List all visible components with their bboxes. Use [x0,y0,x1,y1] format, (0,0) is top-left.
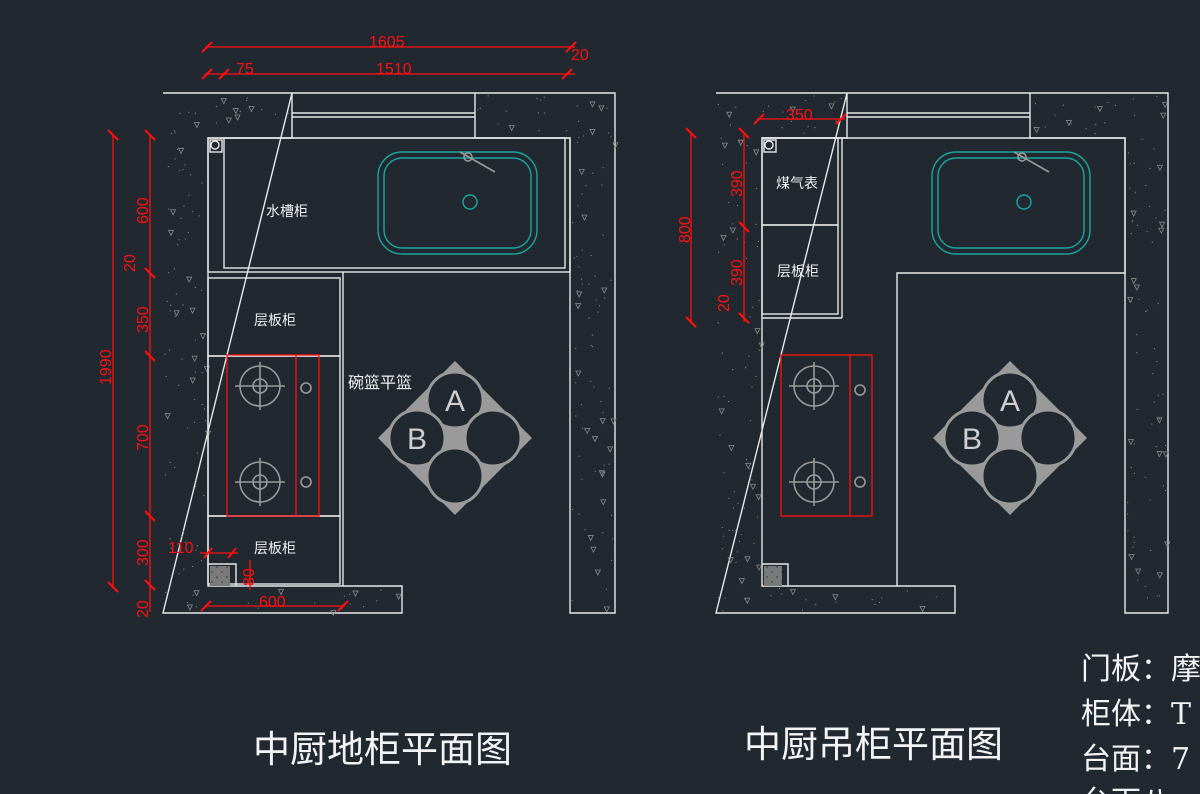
sink-cabinet [223,137,566,269]
stove-cabinet [207,355,341,517]
counter-outline [762,137,1126,586]
label-basket: 碗篮平篮 [348,373,412,392]
note-body: 柜体：T [1081,697,1191,732]
base-cabinet-plan: A B 水槽柜 层板柜 层板柜 碗篮平篮 1605 20 75 1510 199… [98,34,619,771]
dim-shelf: 350 [135,306,152,333]
dim-bottom-width: 600 [259,594,286,611]
gas-stove-icon [780,354,873,517]
note-door: 门板：摩 [1081,652,1200,687]
plan-title: 中厨吊柜平面图 [744,723,1003,766]
pillar [764,566,782,586]
sink-icon [931,151,1091,255]
pipe-icon [210,140,220,150]
basket-mark-b: B [407,423,427,456]
dim-total-width: 1605 [369,34,405,51]
sink-icon [377,151,538,255]
dim-stove: 700 [135,424,152,451]
shelf-cabinet [761,224,839,315]
wall-hatching [717,95,1171,613]
note-undercounter: 台下八 [1081,785,1171,794]
dim-shelf: 300 [135,539,152,566]
dim-width: 350 [786,107,813,124]
wall-cabinet-plan: A B 煤气表 层板柜 350 800 390 390 20 中厨吊柜平面图 [677,92,1171,766]
dim-gap: 20 [716,294,733,312]
note-countertop: 台面：7 [1081,742,1190,777]
dim-sink-depth: 600 [135,197,152,224]
basket-mark-a: A [1000,385,1020,418]
label-gas-meter: 煤气表 [776,176,818,192]
window [847,112,1030,118]
dim-left-offset: 75 [236,61,254,78]
basket-mark-a: A [445,385,465,418]
material-notes: 门板：摩 柜体：T 台面：7 台下八 [1081,652,1200,794]
dim-right-gap: 20 [571,47,589,64]
label-shelf-cabinet: 层板柜 [777,264,819,280]
pillar [210,566,230,586]
pipe [763,139,777,153]
label-sink-cabinet: 水槽柜 [266,204,308,220]
dim-total: 800 [677,216,694,243]
dim-total-depth: 1990 [98,349,115,385]
dim-upper: 390 [729,170,746,197]
dim-pillar-depth: 80 [241,568,258,586]
basket-icon: A B [933,361,1087,515]
basket-mark-b: B [962,423,982,456]
dimension-lines [107,41,577,612]
label-shelf-cabinet: 层板柜 [254,313,296,329]
basket-icon: A B [378,361,532,515]
plan-title: 中厨地柜平面图 [253,728,512,771]
label-shelf-cabinet: 层板柜 [254,541,296,557]
wall-outline [162,92,616,614]
dim-gap: 20 [122,254,139,272]
window [292,112,475,118]
dim-inner-width: 1510 [376,61,412,78]
dim-lower: 390 [729,259,746,286]
pipe-icon [764,140,774,150]
dim-gap: 20 [135,600,152,618]
wall-outline [715,92,1169,614]
pipe [209,139,223,153]
gas-stove-icon [226,354,320,517]
dim-pillar-width: 110 [168,540,194,557]
dimension-lines [685,113,847,328]
